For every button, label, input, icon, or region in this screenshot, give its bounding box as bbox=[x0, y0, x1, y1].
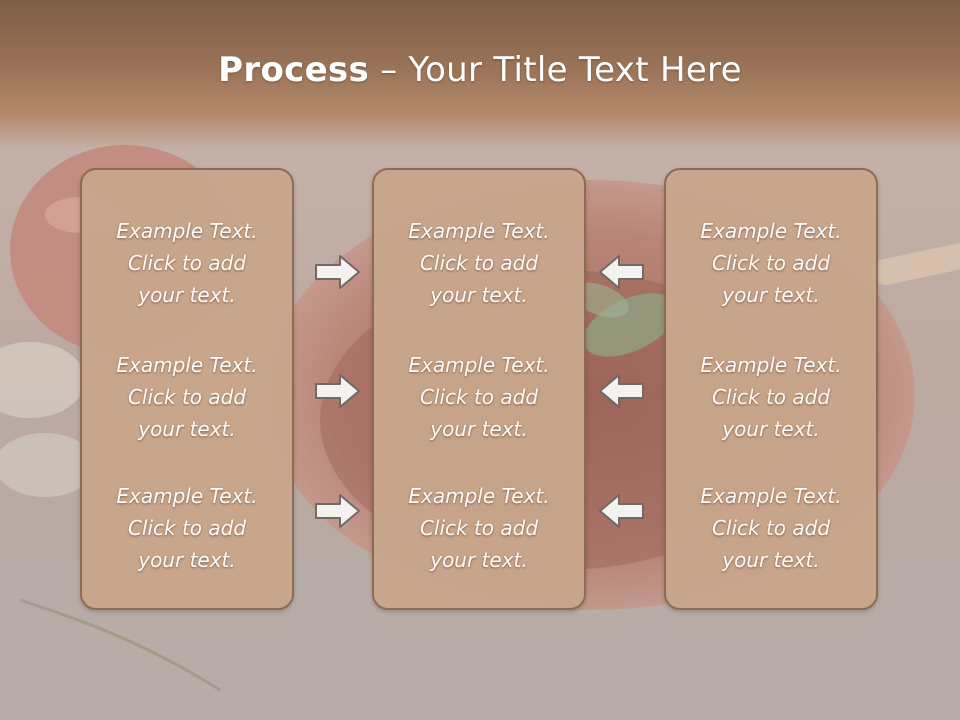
panel-text[interactable]: Example Text. Click to add your text. bbox=[116, 484, 258, 572]
panel-text[interactable]: Example Text. Click to add your text. bbox=[116, 353, 258, 441]
right-arrow-icon[interactable] bbox=[314, 372, 362, 410]
right-arrow-icon[interactable] bbox=[314, 253, 362, 291]
panel-text[interactable]: Example Text. Click to add your text. bbox=[700, 219, 842, 307]
process-panel-right[interactable]: Example Text. Click to add your text. Ex… bbox=[664, 168, 878, 610]
panel-text[interactable]: Example Text. Click to add your text. bbox=[700, 484, 842, 572]
process-panel-left[interactable]: Example Text. Click to add your text. Ex… bbox=[80, 168, 294, 610]
title-bold: Process bbox=[218, 50, 370, 90]
left-arrow-icon[interactable] bbox=[597, 253, 645, 291]
title-band bbox=[0, 0, 960, 150]
right-arrow-icon[interactable] bbox=[314, 492, 362, 530]
panel-text[interactable]: Example Text. Click to add your text. bbox=[408, 484, 550, 572]
title-rest: Your Title Text Here bbox=[408, 50, 742, 90]
panel-text[interactable]: Example Text. Click to add your text. bbox=[700, 353, 842, 441]
slide-title[interactable]: Process – Your Title Text Here bbox=[0, 50, 960, 90]
left-arrow-icon[interactable] bbox=[597, 492, 645, 530]
panel-text[interactable]: Example Text. Click to add your text. bbox=[408, 353, 550, 441]
left-arrow-icon[interactable] bbox=[597, 372, 645, 410]
panel-text[interactable]: Example Text. Click to add your text. bbox=[116, 219, 258, 307]
process-panel-center[interactable]: Example Text. Click to add your text. Ex… bbox=[372, 168, 586, 610]
panel-text[interactable]: Example Text. Click to add your text. bbox=[408, 219, 550, 307]
title-separator: – bbox=[369, 50, 409, 90]
